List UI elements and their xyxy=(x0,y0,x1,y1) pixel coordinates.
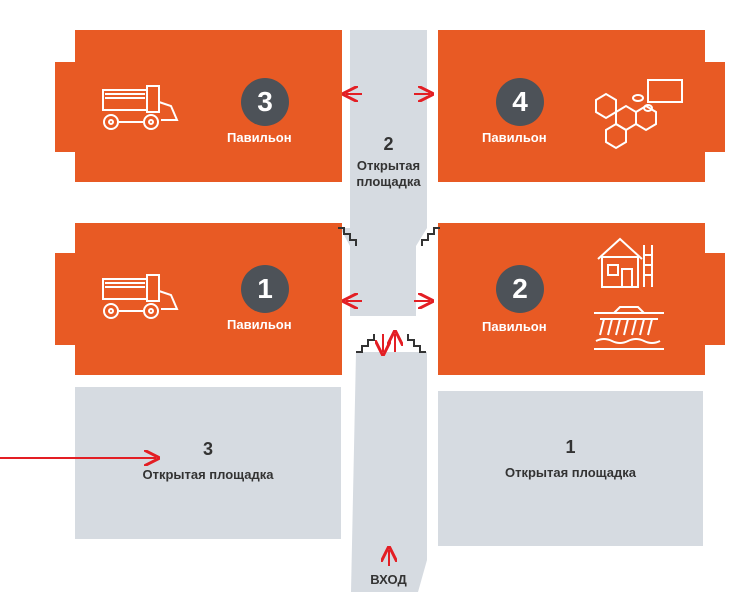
pavilion-label: Павильон xyxy=(482,319,547,334)
pavilion-label: Павильон xyxy=(227,317,292,332)
open-area-2-label: Открытая площадка xyxy=(356,158,421,189)
open-area-label: Открытая площадка xyxy=(142,467,274,482)
combine-harvester-icon xyxy=(102,274,179,319)
stairs-icon xyxy=(421,227,440,246)
pavilion-1[interactable]: 1 Павильон xyxy=(55,223,342,375)
stairs-icon xyxy=(356,334,375,353)
field-irrigation-icon xyxy=(594,306,664,350)
open-area-number: 3 xyxy=(202,439,213,459)
pavilion-number: 2 xyxy=(496,265,544,313)
open-area-2-number: 2 xyxy=(383,134,394,154)
molecule-icon xyxy=(595,79,683,150)
pavilion-label: Павильон xyxy=(227,130,292,145)
stairs-icon xyxy=(338,227,357,246)
stairs-icon xyxy=(407,334,426,353)
pavilion-4[interactable]: 4 Павильон xyxy=(438,30,725,182)
combine-harvester-icon xyxy=(102,85,179,130)
pavilion-number: 1 xyxy=(241,265,289,313)
entrance-label: ВХОД xyxy=(370,572,407,587)
open-area-1[interactable]: 1 Открытая площадка xyxy=(438,391,703,546)
pavilion-number: 4 xyxy=(496,78,544,126)
farm-building-icon xyxy=(597,237,653,288)
pavilion-2[interactable]: 2 Павильон xyxy=(438,223,725,375)
open-area-label: Открытая площадка xyxy=(504,465,637,480)
open-area-3[interactable]: 3 Открытая площадка xyxy=(75,387,341,539)
pavilion-3[interactable]: 3 Павильон xyxy=(55,30,342,182)
open-area-number: 1 xyxy=(565,437,576,457)
pavilion-number: 3 xyxy=(241,78,289,126)
pavilion-label: Павильон xyxy=(482,130,547,145)
